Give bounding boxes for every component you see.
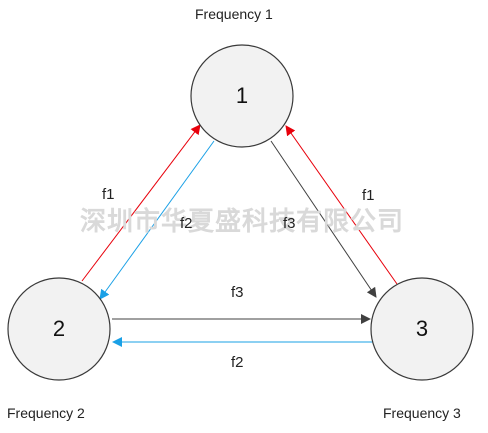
node-3-circle xyxy=(370,277,474,381)
edge-label-2-to-1: f1 xyxy=(102,186,115,203)
watermark-text: 深圳市华夏盛科技有限公司 xyxy=(80,206,405,236)
edge-label-1-to-2: f2 xyxy=(180,215,193,232)
node-2-label: 2 xyxy=(52,316,66,341)
node-1-label: 1 xyxy=(235,83,249,108)
edge-1-to-3-dark xyxy=(270,140,377,298)
caption-frequency-2: Frequency 2 xyxy=(7,405,85,421)
node-1-circle xyxy=(190,44,294,148)
edge-label-3-to-2: f2 xyxy=(231,354,244,371)
node-2-circle xyxy=(7,277,111,381)
edge-label-3-to-1: f1 xyxy=(362,187,375,204)
edge-1-to-2-blue xyxy=(99,140,215,300)
edge-2-to-1-red xyxy=(81,124,201,282)
edge-label-1-to-3: f3 xyxy=(283,215,296,232)
caption-frequency-3: Frequency 3 xyxy=(383,405,461,421)
node-3-label: 3 xyxy=(415,316,429,341)
edge-3-to-1-red xyxy=(285,125,398,285)
edge-label-2-to-3: f3 xyxy=(231,284,244,301)
caption-frequency-1: Frequency 1 xyxy=(195,6,273,22)
